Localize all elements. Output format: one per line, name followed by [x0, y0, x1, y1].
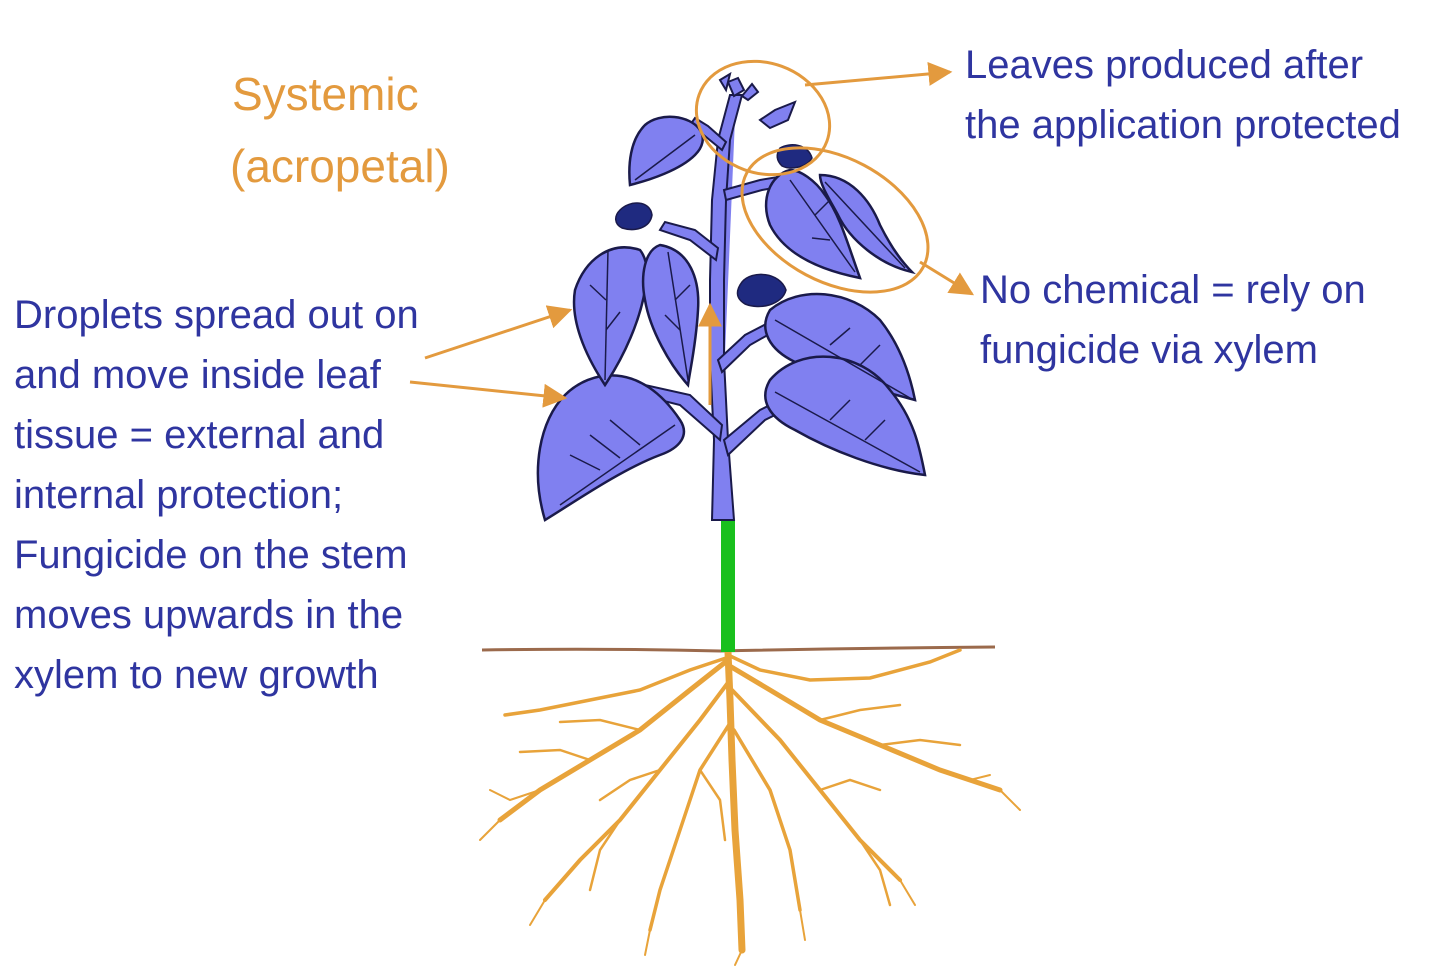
- dark-leaf-shading: [615, 144, 813, 308]
- growing-tip-icon: [718, 71, 797, 130]
- lower-stem: [721, 520, 735, 652]
- soil-line: [481, 645, 996, 653]
- annotation-top-line: the application protected: [965, 103, 1401, 147]
- leaves-icon: [536, 115, 927, 522]
- arrow-icon: [409, 61, 975, 408]
- annotation-left-line: tissue = external and: [14, 413, 385, 457]
- annotation-left: Droplets spread out on and move inside l…: [14, 285, 419, 705]
- roots-icon: [479, 648, 1021, 966]
- annotation-top-right: Leaves produced after the application pr…: [965, 35, 1401, 155]
- annotation-left-line: moves upwards in the: [14, 593, 404, 637]
- annotation-mid-line: fungicide via xylem: [980, 328, 1318, 372]
- annotation-left-line: Droplets spread out on: [14, 293, 419, 337]
- annotation-mid-line: No chemical = rely on: [980, 268, 1366, 312]
- annotation-top-line: Leaves produced after: [965, 43, 1364, 87]
- annotation-left-line: Fungicide on the stem: [14, 533, 408, 577]
- diagram-title-line-1: Systemic: [232, 68, 419, 120]
- annotation-mid-right: No chemical = rely on fungicide via xyle…: [980, 260, 1366, 380]
- annotation-left-line: xylem to new growth: [14, 653, 379, 697]
- annotation-left-line: and move inside leaf: [14, 353, 381, 397]
- diagram-title-line-2: (acropetal): [230, 140, 450, 192]
- ellipse-highlight-icon: [694, 59, 930, 294]
- annotation-left-line: internal protection;: [14, 473, 344, 517]
